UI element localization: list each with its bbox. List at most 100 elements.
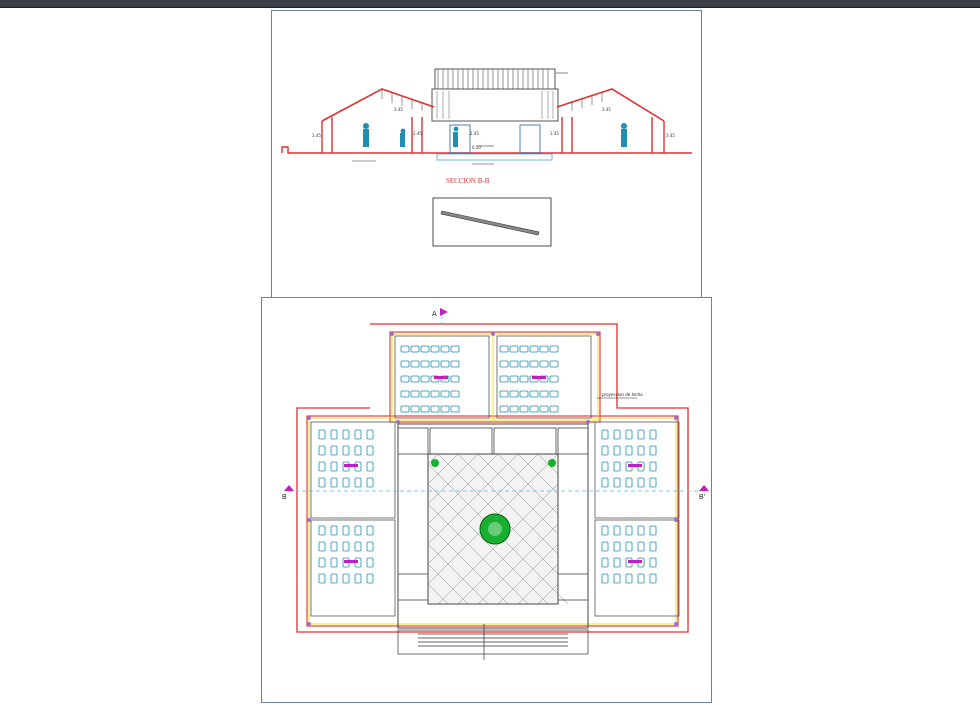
student-desk xyxy=(366,525,374,536)
axis-node xyxy=(307,622,311,626)
student-desk xyxy=(430,345,440,353)
student-desk xyxy=(549,390,559,398)
student-desk xyxy=(601,541,609,552)
student-desk xyxy=(499,405,509,413)
student-desk xyxy=(450,375,460,383)
student-desk xyxy=(637,477,645,488)
student-desk xyxy=(342,445,350,456)
student-desk xyxy=(601,525,609,536)
desk-groups xyxy=(318,345,657,584)
student-desk xyxy=(430,405,440,413)
student-desk xyxy=(519,345,529,353)
student-desk xyxy=(330,477,338,488)
student-desk xyxy=(613,429,621,440)
student-desk xyxy=(330,445,338,456)
student-desk xyxy=(499,360,509,368)
student-desk xyxy=(539,360,549,368)
student-desk xyxy=(625,445,633,456)
student-desk xyxy=(330,429,338,440)
student-desk xyxy=(450,360,460,368)
section-drawing: 3.45 3.45 2.45 2.45 3.45 3.45 3.45 0.50 … xyxy=(281,68,692,247)
student-desk xyxy=(410,390,420,398)
student-desk xyxy=(410,375,420,383)
whiteboards xyxy=(344,376,642,563)
student-desk xyxy=(318,461,326,472)
student-desk xyxy=(499,375,509,383)
courtyard-pattern xyxy=(427,453,569,605)
student-desk xyxy=(509,375,519,383)
human-figures xyxy=(363,123,627,147)
student-desk xyxy=(529,405,539,413)
axis-node xyxy=(491,332,495,336)
cut-arrow-b-prime xyxy=(699,485,709,491)
entry-stairs xyxy=(397,624,589,660)
classroom-walls xyxy=(310,335,680,617)
student-desk xyxy=(318,525,326,536)
student-desk xyxy=(366,477,374,488)
student-desk xyxy=(342,525,350,536)
section-walls xyxy=(321,117,665,153)
student-desk xyxy=(318,429,326,440)
student-desk xyxy=(430,360,440,368)
student-desk xyxy=(354,573,362,584)
section-sheet: 3.45 3.45 2.45 2.45 3.45 3.45 3.45 0.50 … xyxy=(271,10,702,300)
student-desk xyxy=(529,360,539,368)
student-desk xyxy=(366,541,374,552)
level-label-2: 3.45 xyxy=(394,107,403,112)
student-desk xyxy=(613,477,621,488)
student-desk xyxy=(649,541,657,552)
cut-label-a: A xyxy=(432,311,437,318)
student-desk xyxy=(366,557,374,568)
student-desk xyxy=(318,445,326,456)
cut-label-b: B xyxy=(282,494,287,501)
axis-node xyxy=(307,518,311,522)
student-desk xyxy=(354,445,362,456)
student-desk xyxy=(450,405,460,413)
level-label-5: 3.45 xyxy=(550,131,559,136)
student-desk xyxy=(430,390,440,398)
axis-node xyxy=(674,622,678,626)
student-desk xyxy=(342,477,350,488)
cut-arrow-b xyxy=(284,485,294,491)
student-desk xyxy=(613,525,621,536)
section-title: SECCION B-B xyxy=(446,177,490,185)
student-desk xyxy=(649,573,657,584)
student-desk xyxy=(366,445,374,456)
cut-arrow-a xyxy=(440,308,448,316)
window-title-bar xyxy=(0,0,980,8)
student-desk xyxy=(440,390,450,398)
level-label-7: 3.45 xyxy=(666,133,675,138)
level-label-1: 3.45 xyxy=(312,133,321,138)
student-desk xyxy=(649,445,657,456)
student-desk xyxy=(549,345,559,353)
student-desk xyxy=(649,525,657,536)
student-desk xyxy=(420,360,430,368)
steps xyxy=(436,153,553,161)
student-desk xyxy=(450,345,460,353)
student-desk xyxy=(509,360,519,368)
roof-hatching xyxy=(437,69,549,89)
student-desk xyxy=(549,405,559,413)
student-desk xyxy=(549,360,559,368)
student-desk xyxy=(601,429,609,440)
axis-nodes xyxy=(307,332,678,626)
student-desk xyxy=(509,345,519,353)
student-desk xyxy=(601,445,609,456)
axis-node xyxy=(596,332,600,336)
student-desk xyxy=(366,461,374,472)
student-desk xyxy=(625,573,633,584)
student-desk xyxy=(613,557,621,568)
axis-node xyxy=(586,420,590,424)
student-desk xyxy=(354,525,362,536)
student-desk xyxy=(601,477,609,488)
student-desk xyxy=(649,461,657,472)
student-desk xyxy=(601,461,609,472)
right-roof xyxy=(556,88,665,122)
student-desk xyxy=(420,375,430,383)
student-desk xyxy=(613,541,621,552)
student-desk xyxy=(366,429,374,440)
student-desk xyxy=(519,390,529,398)
student-desk xyxy=(549,375,559,383)
student-desk xyxy=(330,461,338,472)
student-desk xyxy=(637,525,645,536)
